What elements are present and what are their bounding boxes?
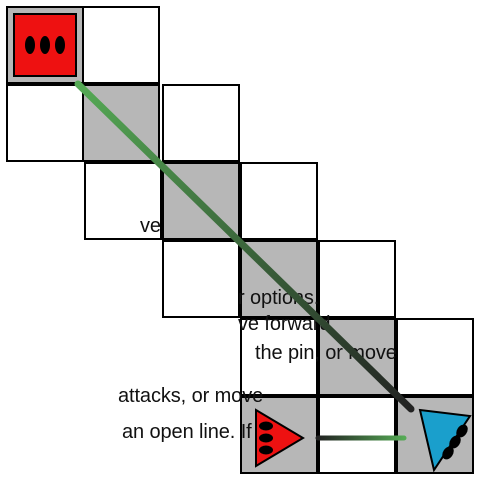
board-square[interactable]	[318, 396, 396, 474]
caption-line-1: ve	[140, 215, 161, 237]
board-square[interactable]	[82, 6, 160, 84]
pip-icon	[259, 445, 273, 455]
board-square[interactable]	[240, 318, 318, 396]
pip-icon	[449, 435, 461, 449]
caption-line-5: attacks, or move	[118, 385, 264, 407]
pip-icon	[456, 424, 468, 438]
pip-icon	[259, 421, 273, 431]
red-triangle-piece[interactable]	[255, 408, 305, 468]
board-square[interactable]	[6, 84, 84, 162]
board-square[interactable]	[84, 162, 162, 240]
pip-icon	[259, 433, 273, 443]
board-square[interactable]	[396, 318, 474, 396]
board-square[interactable]	[162, 240, 240, 318]
diagonal-attack-line	[74, 80, 415, 413]
pip-icon	[55, 36, 65, 54]
pip-icon	[442, 446, 454, 460]
pip-icon	[25, 36, 35, 54]
board-square[interactable]	[240, 396, 318, 474]
pip-icon	[40, 36, 50, 54]
red-square-piece[interactable]	[13, 13, 77, 77]
board-square[interactable]	[318, 240, 396, 318]
blue-triangle-piece[interactable]	[418, 408, 472, 473]
board-square[interactable]	[162, 84, 240, 162]
caption-line-3: ve forward	[238, 313, 331, 335]
board-square[interactable]	[240, 162, 318, 240]
caption-line-6: an open line. If	[122, 421, 252, 443]
